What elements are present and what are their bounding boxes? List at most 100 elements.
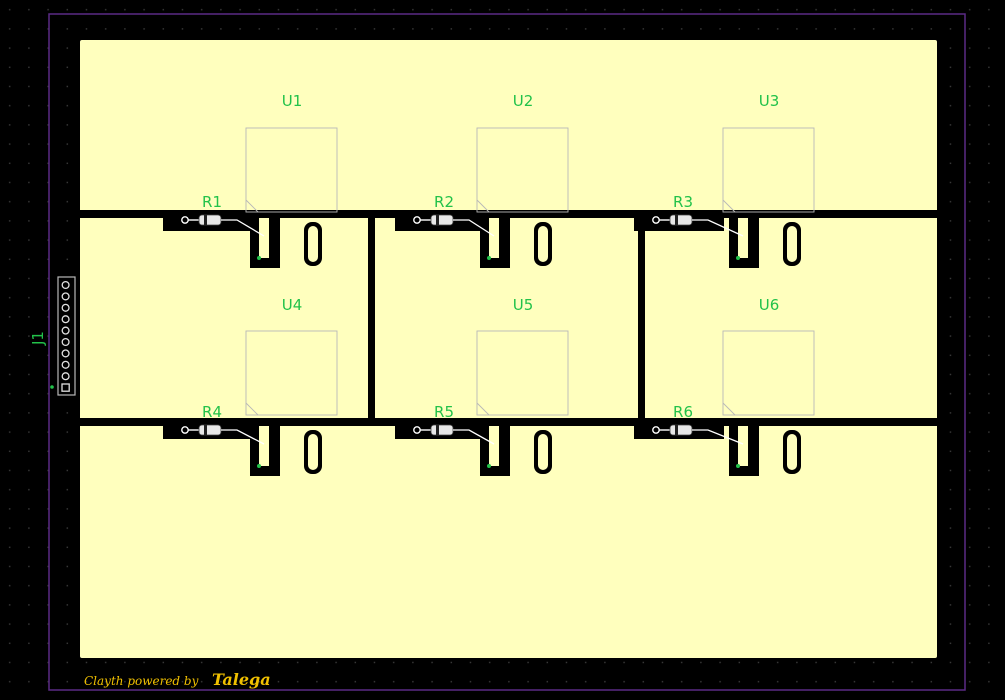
cell-4	[163, 424, 322, 476]
resistor-trace	[692, 429, 744, 445]
ic-u6[interactable]	[722, 330, 815, 416]
pad-oval-inner	[538, 226, 548, 262]
ic-u2[interactable]	[476, 127, 569, 213]
resistor-body	[669, 214, 693, 226]
resistor-r4[interactable]	[181, 424, 265, 445]
watermark: Clayth powered by Talega	[84, 670, 271, 689]
ic-outline	[245, 330, 338, 416]
connector-pins	[61, 280, 70, 392]
resistor-ref-label: R4	[202, 403, 222, 421]
connector-pin[interactable]	[61, 383, 70, 392]
watermark-script: Clayth powered by	[84, 674, 199, 688]
ic-u5[interactable]	[476, 330, 569, 416]
pad-finger	[738, 426, 748, 466]
connector-pin[interactable]	[61, 337, 70, 347]
connector-pin[interactable]	[61, 280, 70, 290]
ic-pin1-mark	[476, 199, 490, 213]
board-outline	[48, 13, 966, 691]
resistor-band	[204, 425, 207, 435]
resistor-trace	[221, 219, 265, 237]
resistor-ref-label: R6	[673, 403, 693, 421]
cell-1	[163, 214, 322, 268]
resistor-ref-label: R1	[202, 193, 222, 211]
resistor-ref-label: R3	[673, 193, 693, 211]
via-marker	[736, 464, 740, 468]
ic-outline	[476, 127, 569, 213]
resistor-body	[669, 424, 693, 436]
connector-pin[interactable]	[61, 372, 70, 381]
connector-pin[interactable]	[61, 315, 70, 324]
resistor-ref-label: R2	[434, 193, 454, 211]
connector-pin[interactable]	[61, 360, 70, 369]
resistor-r5[interactable]	[413, 424, 495, 445]
resistor-body	[430, 424, 454, 436]
resistor-r6[interactable]	[652, 424, 744, 445]
via-marker	[487, 256, 491, 260]
connector-pin[interactable]	[61, 292, 70, 301]
cell-6	[634, 424, 801, 476]
ic-outline	[722, 127, 815, 213]
isolation-channels	[80, 210, 937, 426]
via-marker	[257, 464, 261, 468]
cell-2	[395, 214, 552, 268]
via-marker	[257, 256, 261, 260]
resistor-band	[204, 215, 207, 225]
ic-ref-label: U4	[282, 296, 303, 314]
pad-finger	[489, 218, 499, 258]
connector-ref-label: J1	[29, 331, 47, 346]
ic-footprints	[245, 127, 815, 416]
ic-pin1-mark	[245, 402, 259, 416]
resistor-r2[interactable]	[413, 214, 495, 237]
resistor-r3[interactable]	[652, 214, 744, 237]
resistor-band	[675, 215, 678, 225]
pad-finger	[738, 218, 748, 258]
resistor-ref-label: R5	[434, 403, 454, 421]
connector-j1[interactable]: J1	[29, 276, 76, 396]
ic-u4[interactable]	[245, 330, 338, 416]
pad-finger	[259, 218, 269, 258]
ic-ref-label: U6	[759, 296, 780, 314]
pad-oval-inner	[308, 434, 318, 470]
ic-ref-label: U5	[513, 296, 534, 314]
copper-pour	[80, 40, 937, 658]
pin1-marker	[50, 385, 54, 389]
via-marker	[487, 464, 491, 468]
ic-outline	[722, 330, 815, 416]
cell-3	[634, 214, 801, 268]
resistor-trace	[692, 219, 744, 237]
pad-finger	[259, 426, 269, 466]
pad-oval-inner	[538, 434, 548, 470]
connector-pin[interactable]	[61, 326, 70, 335]
cell-group	[163, 214, 801, 476]
pad-oval-inner	[787, 434, 797, 470]
ic-outline	[476, 330, 569, 416]
resistor-body	[198, 424, 222, 436]
via-marker	[736, 256, 740, 260]
pad-finger	[489, 426, 499, 466]
ic-pin1-mark	[245, 199, 259, 213]
ic-ref-label: U2	[513, 92, 534, 110]
resistor-band	[436, 425, 439, 435]
resistor-r1[interactable]	[181, 214, 265, 237]
resistor-band	[675, 425, 678, 435]
ic-pin1-mark	[476, 402, 490, 416]
connector-pin[interactable]	[61, 303, 70, 312]
ic-outline	[245, 127, 338, 213]
watermark-brand: Talega	[212, 670, 271, 689]
connector-pin[interactable]	[61, 349, 70, 358]
ic-u1[interactable]	[245, 127, 338, 213]
ic-pin1-mark	[722, 199, 736, 213]
resistor-body	[430, 214, 454, 226]
resistor-body	[198, 214, 222, 226]
pad-oval-inner	[787, 226, 797, 262]
pad-oval-inner	[308, 226, 318, 262]
ic-u3[interactable]	[722, 127, 815, 213]
resistor-trace	[453, 219, 495, 237]
cell-5	[395, 424, 552, 476]
resistor-band	[436, 215, 439, 225]
resistor-trace	[221, 429, 265, 445]
resistor-trace	[453, 429, 495, 445]
ic-pin1-mark	[722, 402, 736, 416]
